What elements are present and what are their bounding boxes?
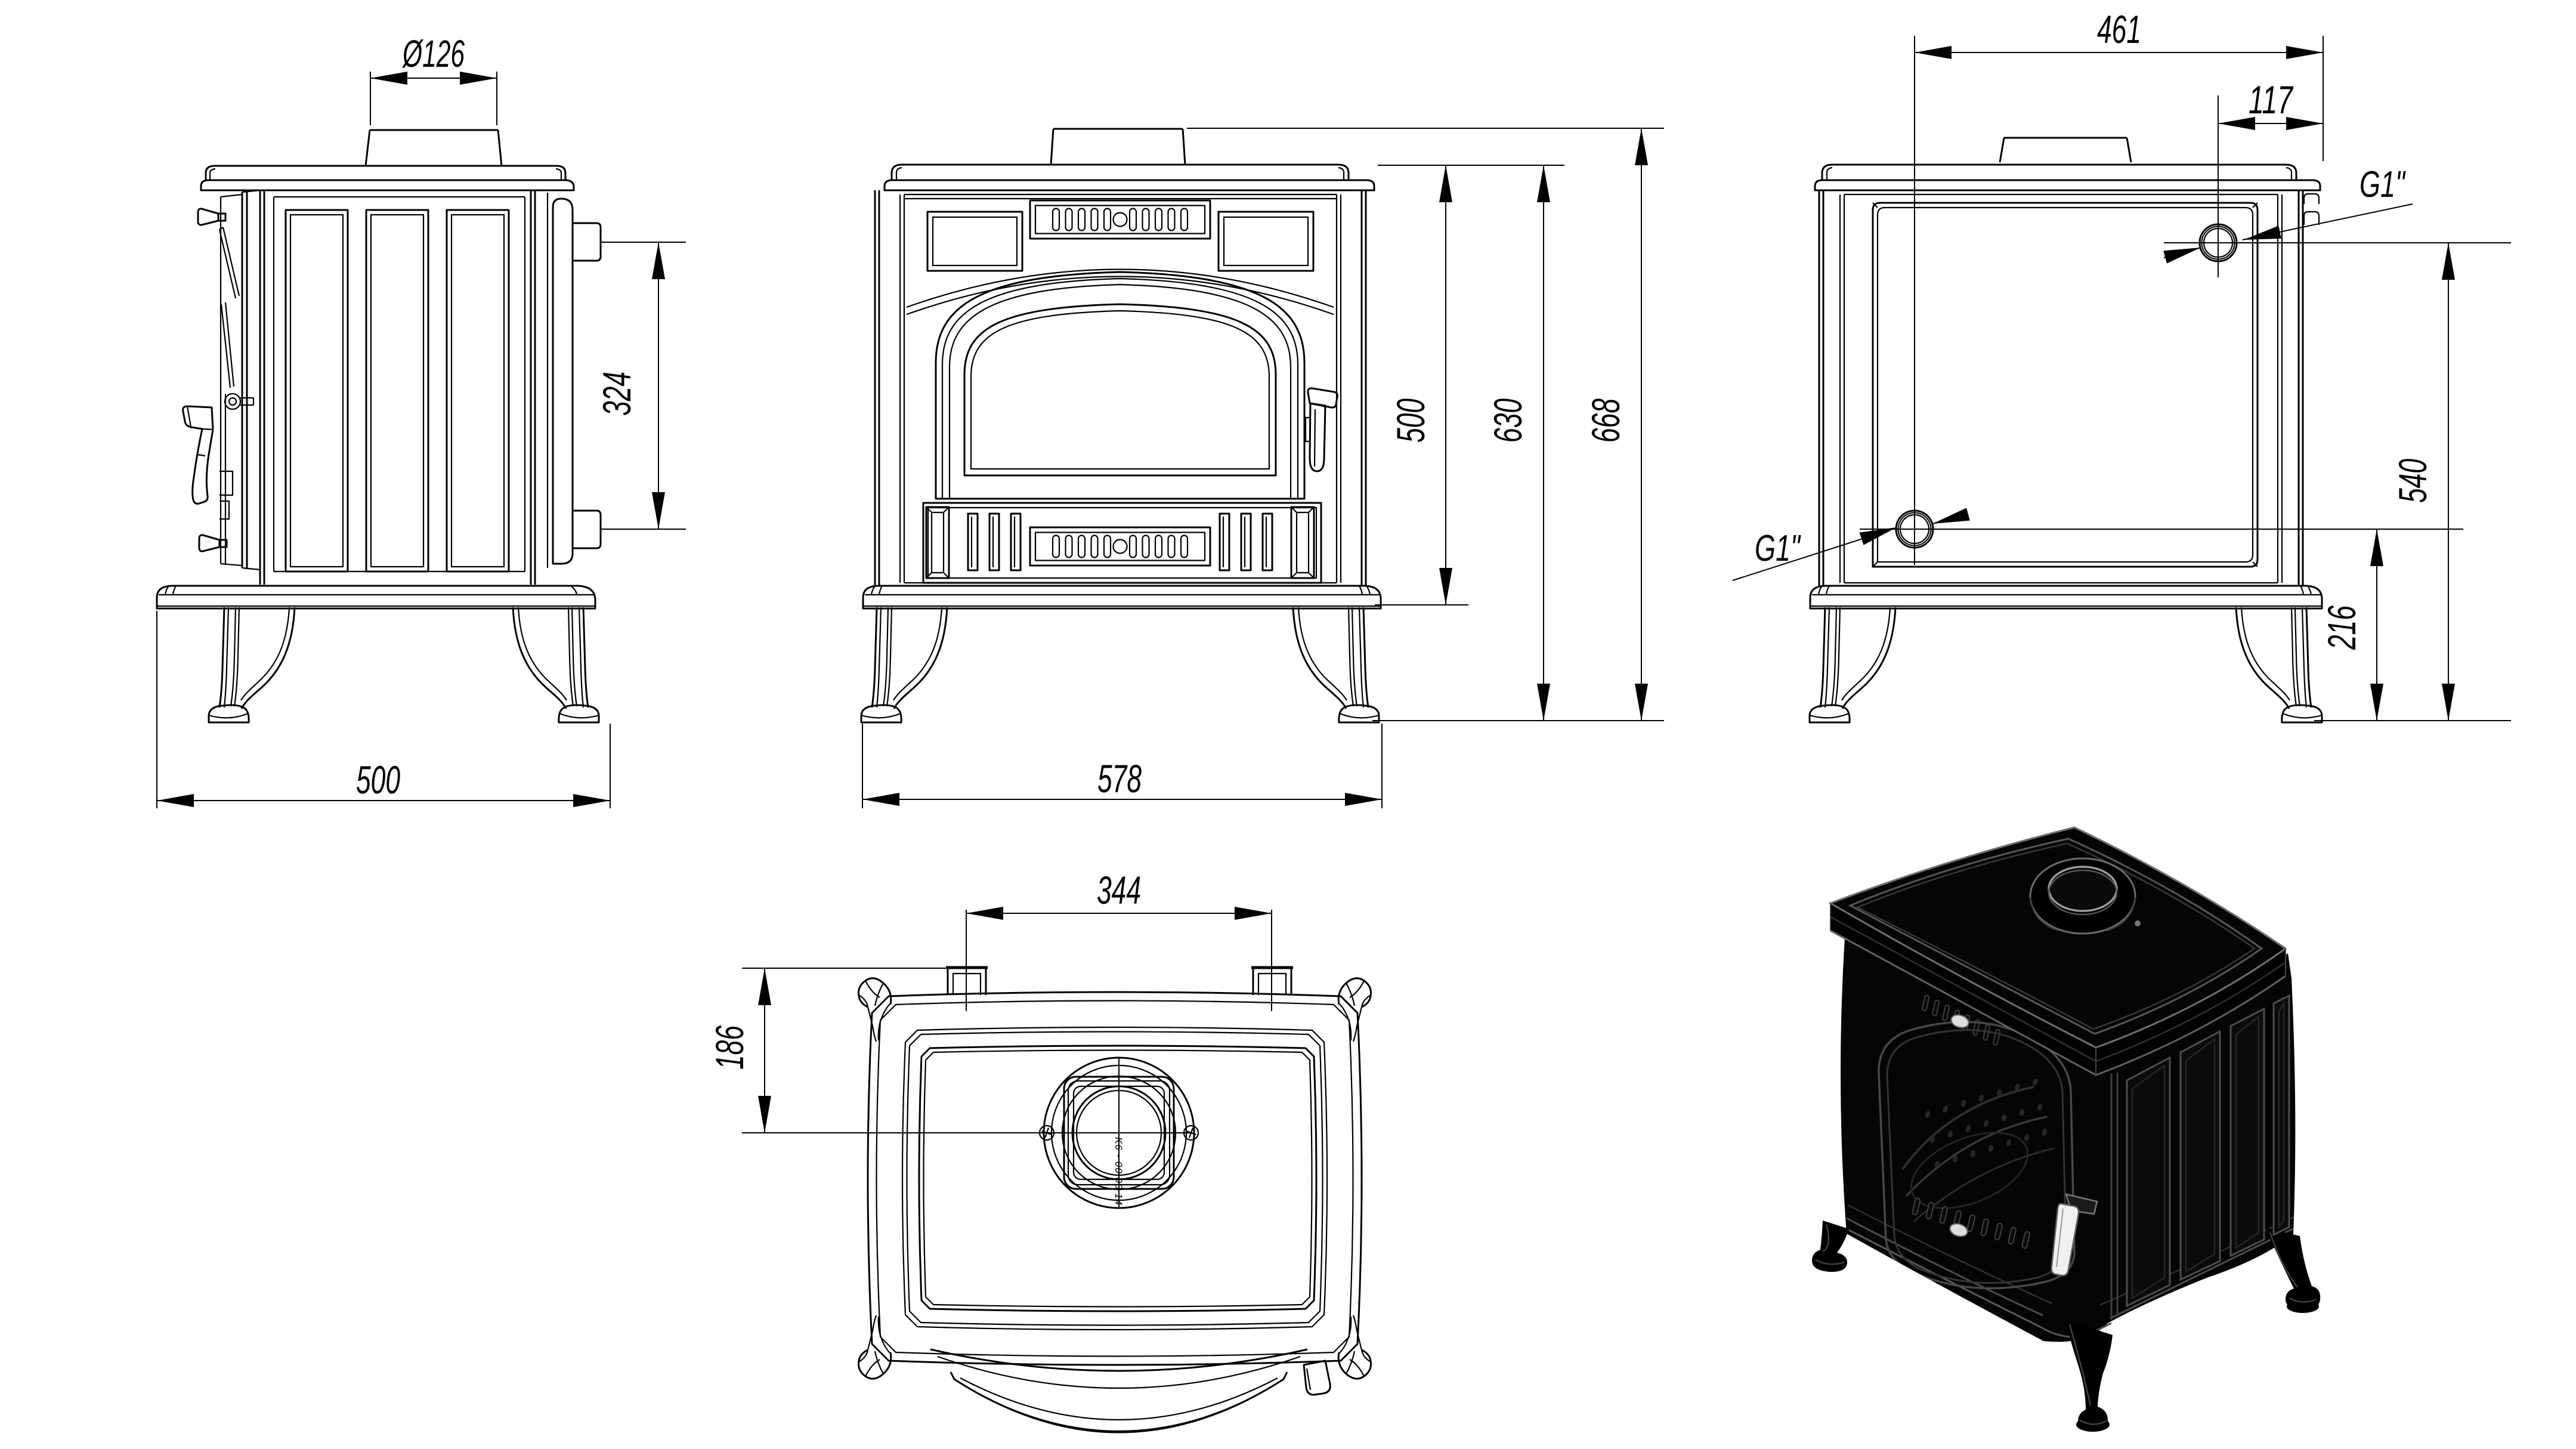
svg-text:668: 668	[1584, 398, 1628, 443]
svg-text:324: 324	[595, 372, 639, 416]
svg-text:578: 578	[1097, 756, 1142, 801]
svg-text:G1": G1"	[2359, 164, 2406, 205]
svg-text:117: 117	[2249, 78, 2294, 122]
svg-text:344: 344	[1097, 868, 1141, 912]
svg-text:630: 630	[1486, 398, 1530, 443]
svg-text:Ø126: Ø126	[402, 32, 465, 75]
svg-text:216: 216	[2320, 605, 2364, 650]
svg-text:461: 461	[2097, 7, 2141, 51]
svg-text:500: 500	[1388, 398, 1433, 443]
svg-text:540: 540	[2391, 459, 2435, 503]
svg-text:K6 - 00 00 14: K6 - 00 00 14	[1113, 1137, 1124, 1206]
svg-text:G1": G1"	[1755, 528, 1801, 569]
svg-text:500: 500	[356, 758, 400, 802]
svg-text:186: 186	[707, 1025, 752, 1070]
